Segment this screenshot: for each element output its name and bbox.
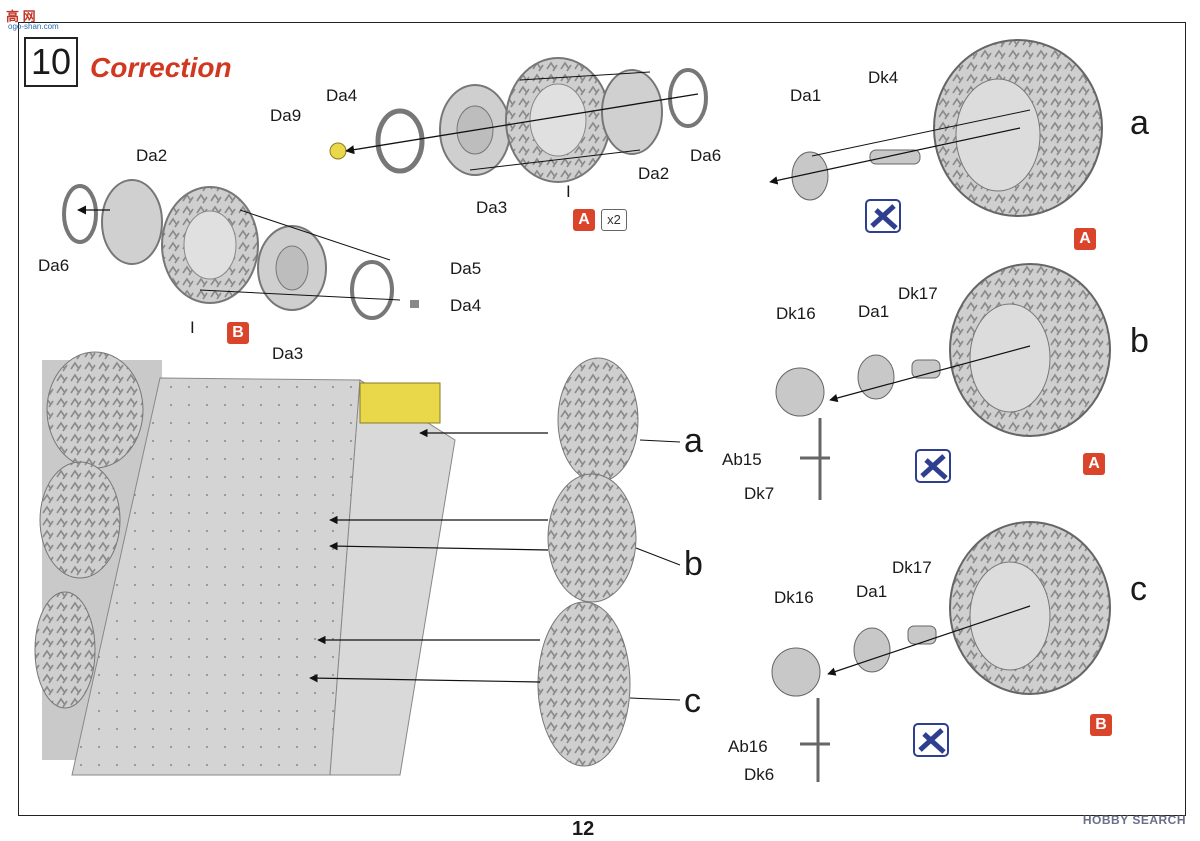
detail-c-title: c — [1130, 570, 1147, 608]
axle-dk4 — [869, 149, 921, 165]
wheel-badge-a: A — [1074, 228, 1096, 250]
position-label-c: c — [684, 682, 701, 720]
hub-da1-c — [853, 627, 891, 673]
part-badge-b-left: B — [227, 322, 249, 344]
hub-dk16-b — [775, 367, 825, 417]
label-dk6: Dk6 — [744, 765, 775, 784]
spindle-dk17-b — [911, 359, 941, 379]
position-label-a: a — [684, 422, 703, 460]
label-da1-b: Da1 — [858, 302, 890, 321]
detail-a-title: a — [1130, 104, 1149, 142]
detail-a-drawing — [769, 39, 1103, 217]
correction-title: Correction — [90, 52, 232, 83]
label-da3-top: Da3 — [476, 198, 508, 217]
wheel-a — [557, 357, 639, 483]
hub-da1-b — [857, 354, 895, 400]
label-da2-left: Da2 — [136, 146, 168, 165]
label-dk7: Dk7 — [744, 484, 775, 503]
site-url: ogo-shan.com — [8, 22, 59, 31]
label-da6-left: Da6 — [38, 256, 70, 275]
ring-da5 — [350, 260, 394, 320]
multiplier-badge: x2 — [601, 209, 627, 231]
label-dk16-b: Dk16 — [776, 304, 816, 323]
ring-da4 — [375, 108, 425, 174]
wheel-b — [547, 473, 637, 603]
spindle-dk17-c — [907, 625, 937, 645]
label-da9: Da9 — [270, 106, 302, 125]
label-dk4: Dk4 — [868, 68, 899, 87]
step-number: 10 — [24, 37, 78, 87]
page-frame — [18, 22, 1186, 816]
label-da6-top: Da6 — [690, 146, 722, 165]
nut-da4-left — [410, 300, 419, 308]
rim-da2-left — [101, 179, 163, 265]
no-glue-icon — [913, 723, 949, 757]
part-badge-a-top: A — [573, 209, 595, 231]
yellow-highlighted-part — [359, 382, 441, 424]
wheel-c — [537, 601, 631, 767]
label-da1-c: Da1 — [856, 582, 888, 601]
hub-da1-a — [791, 151, 829, 201]
wheel-badge-b: A — [1083, 453, 1105, 475]
tire-mark-top: I — [566, 182, 571, 201]
label-ab16: Ab16 — [728, 737, 768, 756]
label-da4-left: Da4 — [450, 296, 482, 315]
yellow-nut-da9 — [329, 142, 347, 160]
detail-b-drawing — [775, 263, 1111, 500]
top-exploded-wheel — [329, 57, 708, 183]
label-da1-a: Da1 — [790, 86, 822, 105]
label-da4-top: Da4 — [326, 86, 358, 105]
no-glue-icon — [865, 199, 901, 233]
label-da5: Da5 — [450, 259, 482, 278]
label-dk17-b: Dk17 — [898, 284, 938, 303]
detail-c-drawing — [771, 521, 1111, 782]
label-dk16-c: Dk16 — [774, 588, 814, 607]
position-label-b: b — [684, 545, 703, 583]
vehicle-assembly — [34, 351, 681, 776]
label-da2-top: Da2 — [638, 164, 670, 183]
ring-da6-left — [62, 184, 98, 244]
watermark-text: HOBBY SEARCH — [1082, 813, 1186, 827]
hub-dk16-c — [771, 647, 821, 697]
tire-mark-left: I — [190, 318, 195, 337]
rim-da2 — [601, 69, 663, 155]
label-da3-left: Da3 — [272, 344, 304, 363]
detail-b-title: b — [1130, 322, 1149, 360]
left-exploded-wheel — [62, 179, 419, 320]
site-logo: 高 网 — [6, 9, 36, 24]
label-dk17-c: Dk17 — [892, 558, 932, 577]
wheel-badge-c: B — [1090, 714, 1112, 736]
no-glue-icon — [915, 449, 951, 483]
label-ab15: Ab15 — [722, 450, 762, 469]
page-number: 12 — [572, 818, 595, 840]
